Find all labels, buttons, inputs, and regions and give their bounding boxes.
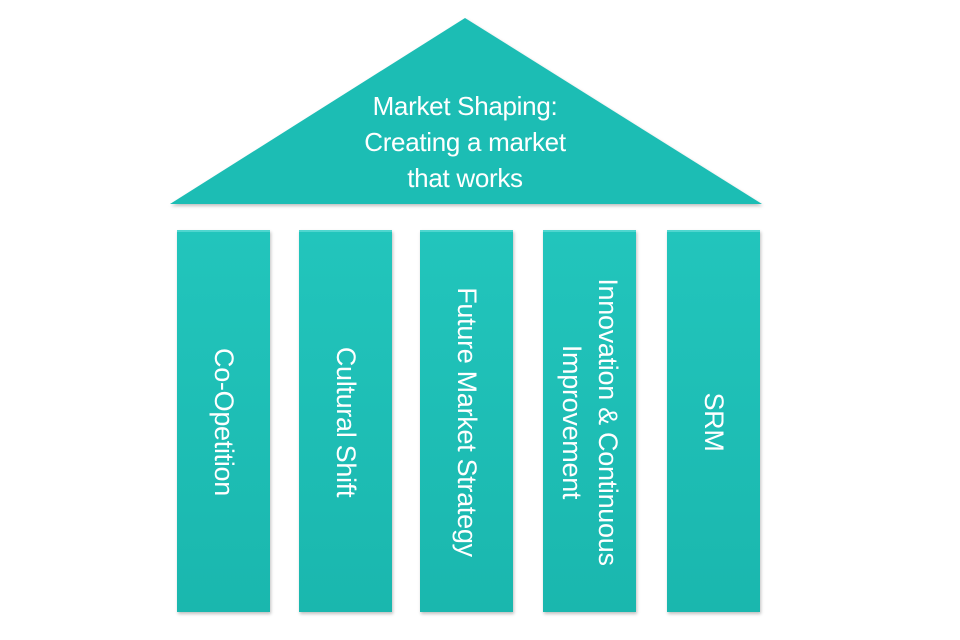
pillar-label: Future Market Strategy xyxy=(449,287,485,557)
pillar-label: Innovation & Continuous Improvement xyxy=(554,278,626,565)
pillar-label-line: Future Market Strategy xyxy=(451,287,482,557)
roof-label: Market Shaping: Creating a market that w… xyxy=(320,88,610,196)
pillar-label-line: Co-Opetition xyxy=(208,348,239,496)
pillar-label: Cultural Shift xyxy=(328,347,364,497)
pillar-label-line: Innovation & Continuous xyxy=(592,278,623,566)
pillar-cultural-shift: Cultural Shift xyxy=(299,230,392,612)
pillar-innovation-continuous-improvement: Innovation & Continuous Improvement xyxy=(543,230,636,612)
pillar-label-line: SRM xyxy=(698,392,729,452)
pillar-label-line: Cultural Shift xyxy=(330,346,361,498)
roof-label-line-1: Market Shaping: xyxy=(372,91,558,121)
pillar-srm: SRM xyxy=(667,230,760,612)
pillar-label: Co-Opetition xyxy=(206,348,242,496)
pillar-future-market-strategy: Future Market Strategy xyxy=(420,230,513,612)
pillar-label: SRM xyxy=(696,392,732,451)
roof-label-line-2: Creating a market xyxy=(364,127,566,157)
pillar-co-opetition: Co-Opetition xyxy=(177,230,270,612)
roof-triangle xyxy=(170,18,762,204)
roof-label-line-3: that works xyxy=(407,163,523,193)
pillar-label-line: Improvement xyxy=(556,344,587,500)
